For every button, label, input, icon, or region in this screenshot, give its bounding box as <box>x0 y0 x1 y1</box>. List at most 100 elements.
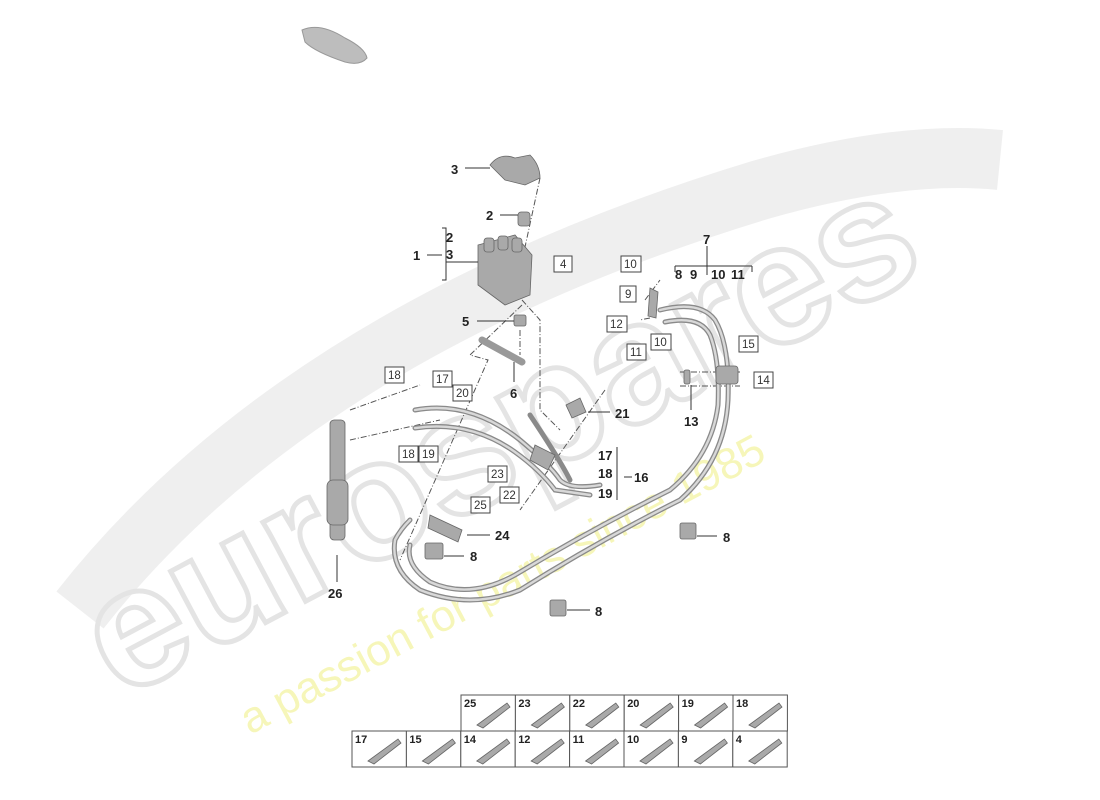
callout: 26 <box>328 586 342 601</box>
hose-lines <box>391 304 731 603</box>
callout: 1 <box>413 248 420 263</box>
part-thumbnail <box>367 738 402 765</box>
callout: 21 <box>615 406 629 421</box>
parts-table-cell: 10 <box>623 730 679 768</box>
parts-table-cell: 25 <box>460 694 516 732</box>
valve-block <box>477 234 533 306</box>
callout-box: 23 <box>487 465 508 483</box>
part-thumbnail <box>530 702 565 729</box>
parts-table-cell: 22 <box>569 694 625 732</box>
callout: 19 <box>598 486 612 501</box>
svg-text:19: 19 <box>422 449 435 461</box>
part-number: 18 <box>736 698 748 710</box>
part-number: 25 <box>464 698 476 710</box>
part-number: 4 <box>736 734 743 746</box>
svg-text:17: 17 <box>436 374 449 386</box>
part-number: 23 <box>518 698 530 710</box>
rod <box>478 336 526 366</box>
car-silhouette-icon <box>301 26 368 64</box>
callout-box: 11 <box>626 343 647 361</box>
callout: 16 <box>634 470 648 485</box>
svg-text:15: 15 <box>742 339 755 351</box>
parts-table-cell: 14 <box>460 730 516 768</box>
callout: 3 <box>451 162 458 177</box>
callout-box: 25 <box>470 496 491 514</box>
part-number: 14 <box>464 734 477 746</box>
callout: 2 <box>446 230 453 245</box>
svg-text:11: 11 <box>630 347 642 359</box>
sensor <box>517 211 531 227</box>
callout: 18 <box>598 466 612 481</box>
callout-box: 20 <box>452 384 473 402</box>
callout-box: 17 <box>432 370 453 388</box>
callout: 10 <box>711 267 725 282</box>
callout-box: 18 <box>398 445 419 463</box>
part-thumbnail <box>476 738 511 765</box>
callout-box: 10 <box>620 255 642 273</box>
svg-text:22: 22 <box>503 490 516 502</box>
part-thumbnail <box>693 738 728 765</box>
callout: 8 <box>470 549 477 564</box>
parts <box>326 154 739 617</box>
svg-text:18: 18 <box>388 370 401 382</box>
part-number: 17 <box>355 734 367 746</box>
part-thumbnail <box>639 702 674 729</box>
parts-table-cell: 19 <box>678 694 734 732</box>
part-thumbnail <box>476 702 511 729</box>
callout-box: 19 <box>418 445 439 463</box>
parts-table-cell: 20 <box>623 694 680 732</box>
svg-text:25: 25 <box>474 500 487 512</box>
part-thumbnail <box>530 738 565 765</box>
parts-table-cell: 12 <box>514 730 571 768</box>
callout: 2 <box>486 208 493 223</box>
parts-table-cell: 9 <box>677 730 734 768</box>
part-thumbnail <box>639 738 674 765</box>
callout: 8 <box>723 530 730 545</box>
part-number: 15 <box>409 734 421 746</box>
part-thumbnail <box>585 702 620 729</box>
callout-box: 4 <box>553 255 573 273</box>
part-number: 9 <box>681 734 687 746</box>
callouts-plain: 3 2 1 2 3 5 6 7 8 9 10 11 13 21 17 18 16… <box>328 162 745 619</box>
callout: 3 <box>446 247 453 262</box>
callout: 8 <box>595 604 602 619</box>
svg-text:10: 10 <box>624 259 637 271</box>
callout-box: 14 <box>753 371 774 389</box>
cable-harness <box>489 154 541 186</box>
callout: 9 <box>690 267 697 282</box>
part-number: 20 <box>627 698 639 710</box>
callout: 13 <box>684 414 698 429</box>
callout: 11 <box>731 267 745 282</box>
callout: 17 <box>598 448 612 463</box>
callouts-boxed: 4 10 9 12 11 10 15 14 18 17 20 18 19 23 … <box>384 255 774 514</box>
svg-text:10: 10 <box>654 337 667 349</box>
parts-table-cell: 15 <box>405 730 462 768</box>
part-thumbnail <box>421 738 456 765</box>
part-number: 19 <box>682 698 694 710</box>
svg-text:23: 23 <box>491 469 504 481</box>
part-number: 22 <box>573 698 585 710</box>
parts-table-cell: 11 <box>569 730 625 768</box>
callout-box: 12 <box>606 315 628 333</box>
part-thumbnail <box>748 738 783 765</box>
callout: 7 <box>703 232 710 247</box>
callout-box: 22 <box>499 486 520 504</box>
part-number: 11 <box>573 734 585 746</box>
callout: 8 <box>675 267 682 282</box>
callout: 24 <box>495 528 510 543</box>
svg-text:18: 18 <box>402 449 415 461</box>
parts-table-cell: 18 <box>732 694 788 732</box>
parts-table-cell: 4 <box>732 730 788 768</box>
part-thumbnail <box>693 702 729 729</box>
callout-box: 9 <box>619 285 637 303</box>
part-thumbnail <box>748 702 783 729</box>
part-number: 10 <box>627 734 639 746</box>
watermark-brand: eurospares <box>48 135 946 733</box>
callout-box: 15 <box>738 335 759 353</box>
callout-box: 18 <box>384 366 405 384</box>
callout: 6 <box>510 386 517 401</box>
part-thumbnail <box>584 738 620 765</box>
parts-table-cell: 17 <box>351 730 407 768</box>
